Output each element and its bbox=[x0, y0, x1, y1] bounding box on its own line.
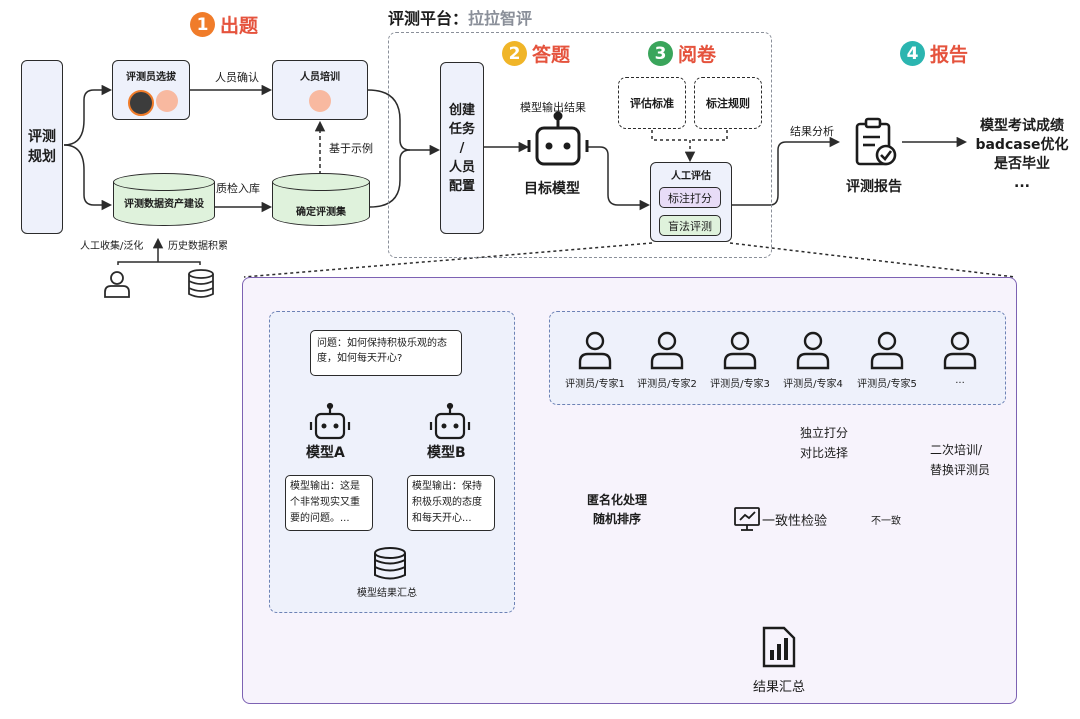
model-a-name: 模型A bbox=[306, 445, 345, 461]
edge-history: 历史数据积累 bbox=[168, 241, 228, 252]
selection-box: 评测员选拔 bbox=[112, 60, 190, 120]
step-3-label: 阅卷 bbox=[678, 44, 717, 66]
step-2-label: 答题 bbox=[532, 44, 571, 66]
platform-region bbox=[388, 32, 772, 258]
outcome-badcase: badcase优化 bbox=[975, 137, 1069, 153]
rater-more-label: ... bbox=[955, 375, 965, 386]
task-line4: 人员 bbox=[448, 159, 475, 175]
rater-4-label: 评测员/专家4 bbox=[783, 379, 843, 390]
consistency-label: 一致性检验 bbox=[762, 514, 828, 529]
edge-qc: 质检入库 bbox=[216, 182, 260, 195]
platform-prefix: 评测平台： bbox=[388, 9, 469, 28]
edge-analysis: 结果分析 bbox=[790, 125, 834, 138]
task-line2: 任务 bbox=[448, 121, 475, 137]
human-eval-title: 人工评估 bbox=[671, 171, 711, 182]
eval-set-cylinder-top bbox=[272, 173, 370, 191]
rater-1-label: 评测员/专家1 bbox=[565, 379, 625, 390]
question-box: 问题：如何保持积极乐观的态度，如何每天开心? bbox=[310, 330, 462, 376]
criteria-standard: 评估标准 bbox=[618, 77, 686, 129]
planning-box: 评测 规划 bbox=[21, 60, 63, 234]
human-eval-blind: 盲法评测 bbox=[659, 215, 721, 236]
data-build-title: 评测数据资产建设 bbox=[124, 199, 204, 210]
planning-line2: 规划 bbox=[28, 149, 56, 165]
report-title: 评测报告 bbox=[846, 179, 902, 195]
person-icon bbox=[110, 271, 124, 285]
score-line1: 独立打分 bbox=[800, 426, 849, 440]
retrain-line2: 替换评测员 bbox=[930, 463, 991, 477]
task-box: 创建 任务 / 人员 配置 bbox=[440, 62, 484, 234]
platform-title: 评测平台：拉拉智评 bbox=[388, 5, 532, 29]
human-eval-box: 人工评估 标注打分 盲法评测 bbox=[650, 162, 732, 242]
edge-example: 基于示例 bbox=[329, 142, 373, 155]
summary-label: 模型结果汇总 bbox=[357, 588, 417, 599]
training-title: 人员培训 bbox=[300, 72, 340, 83]
step-4: 4 报告 bbox=[900, 40, 968, 67]
task-line1: 创建 bbox=[448, 102, 475, 118]
edge-model-output: 模型输出结果 bbox=[520, 101, 586, 114]
step-3: 3 阅卷 bbox=[648, 40, 716, 67]
step-4-label: 报告 bbox=[930, 44, 969, 66]
outcome-graduate: 是否毕业 bbox=[994, 156, 1050, 172]
outcome-more: ... bbox=[1014, 175, 1030, 191]
rater-3-label: 评测员/专家3 bbox=[710, 379, 770, 390]
result-label: 结果汇总 bbox=[753, 680, 806, 695]
rater-avatar-icon bbox=[156, 90, 178, 112]
trainee-avatar-icon bbox=[309, 90, 331, 112]
selection-title: 评测员选拔 bbox=[126, 72, 176, 83]
score-line2: 对比选择 bbox=[800, 446, 849, 460]
human-eval-annotate: 标注打分 bbox=[659, 187, 721, 208]
rater-2-label: 评测员/专家2 bbox=[637, 379, 697, 390]
target-model-label: 目标模型 bbox=[524, 181, 580, 197]
outcome-score: 模型考试成绩 bbox=[980, 118, 1064, 134]
step-1: 1 出题 bbox=[190, 11, 258, 38]
platform-name: 拉拉智评 bbox=[468, 9, 533, 28]
step-2: 2 答题 bbox=[502, 40, 570, 67]
task-line5: 配置 bbox=[448, 178, 475, 194]
step-3-badge: 3 bbox=[648, 41, 673, 66]
step-4-badge: 4 bbox=[900, 41, 925, 66]
criteria-rules: 标注规则 bbox=[694, 77, 762, 129]
edge-confirm: 人员确认 bbox=[215, 71, 259, 84]
retrain-line1: 二次培训/ bbox=[930, 443, 983, 457]
anon-label: 匿名化处理 随机排序 bbox=[587, 491, 647, 529]
training-box: 人员培训 bbox=[272, 60, 368, 120]
eval-set-title: 确定评测集 bbox=[296, 207, 346, 218]
data-build-cylinder-top bbox=[113, 173, 215, 191]
model-a-output: 模型输出：这是个非常现实又重要的问题。... bbox=[285, 475, 373, 531]
model-b-output: 模型输出：保持积极乐观的态度和每天开心... bbox=[407, 475, 495, 531]
edge-collect: 人工收集/泛化 bbox=[80, 241, 144, 252]
step-1-badge: 1 bbox=[190, 12, 215, 37]
raters-region bbox=[549, 311, 1006, 405]
anon-line2: 随机排序 bbox=[593, 512, 642, 526]
model-b-name: 模型B bbox=[427, 445, 466, 461]
outcomes-list: 模型考试成绩 badcase优化 是否毕业 ... bbox=[970, 117, 1074, 193]
retrain-label: 二次培训/ 替换评测员 bbox=[930, 440, 990, 480]
inconsistent-label: 不一致 bbox=[871, 512, 901, 527]
step-2-badge: 2 bbox=[502, 41, 527, 66]
task-line3: / bbox=[459, 140, 465, 156]
rater-avatar-icon bbox=[128, 90, 154, 116]
anon-line1: 匿名化处理 bbox=[587, 493, 648, 507]
score-label: 独立打分 对比选择 bbox=[800, 423, 848, 463]
person-icon-body bbox=[104, 285, 130, 298]
rater-5-label: 评测员/专家5 bbox=[857, 379, 917, 390]
step-1-label: 出题 bbox=[220, 15, 259, 37]
planning-line1: 评测 bbox=[28, 129, 56, 145]
